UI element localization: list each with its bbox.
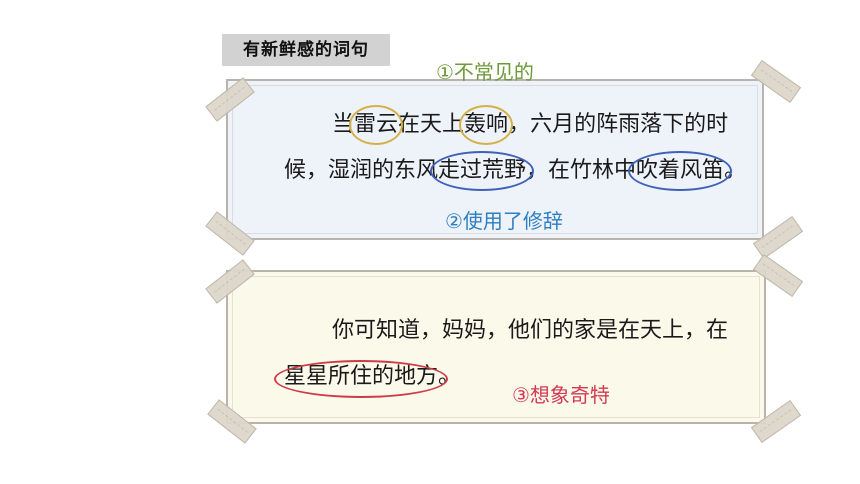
annotation-rhetoric: ②使用了修辞 [445,209,563,233]
annotation-uncommon: ①不常见的 [436,60,534,84]
circled-word: 雷云 [349,102,404,148]
section-heading: 有新鲜感的词句 [222,34,390,66]
text-segment: 当 [332,112,355,137]
text-segment: 在天上 [398,112,465,137]
passage-text-2: 你可知道，妈妈，他们的家是在天上，在星星所住的地方。 [273,308,754,400]
text-segment: 你可知道，妈妈，他们的家是在天上，在 [332,318,729,343]
passage-text-1: 当雷云在天上轰响，六月的阵雨落下的时候，湿润的东风走过荒野，在竹林中吹着风笛。 [284,102,754,194]
text-segment: 。 [438,364,461,389]
circled-phrase: 星星所住的地方 [273,354,449,400]
text-segment: ，在竹林中 [526,158,637,183]
annotation-imagination: ③想象奇特 [512,383,610,407]
circled-phrase: 吹着风笛 [628,148,733,194]
text-segment: ，六月的阵雨落下的时候，湿润的东风 [284,112,729,183]
circled-word: 轰响 [459,102,514,148]
circled-phrase: 走过荒野 [430,148,535,194]
text-segment: 。 [724,158,747,183]
